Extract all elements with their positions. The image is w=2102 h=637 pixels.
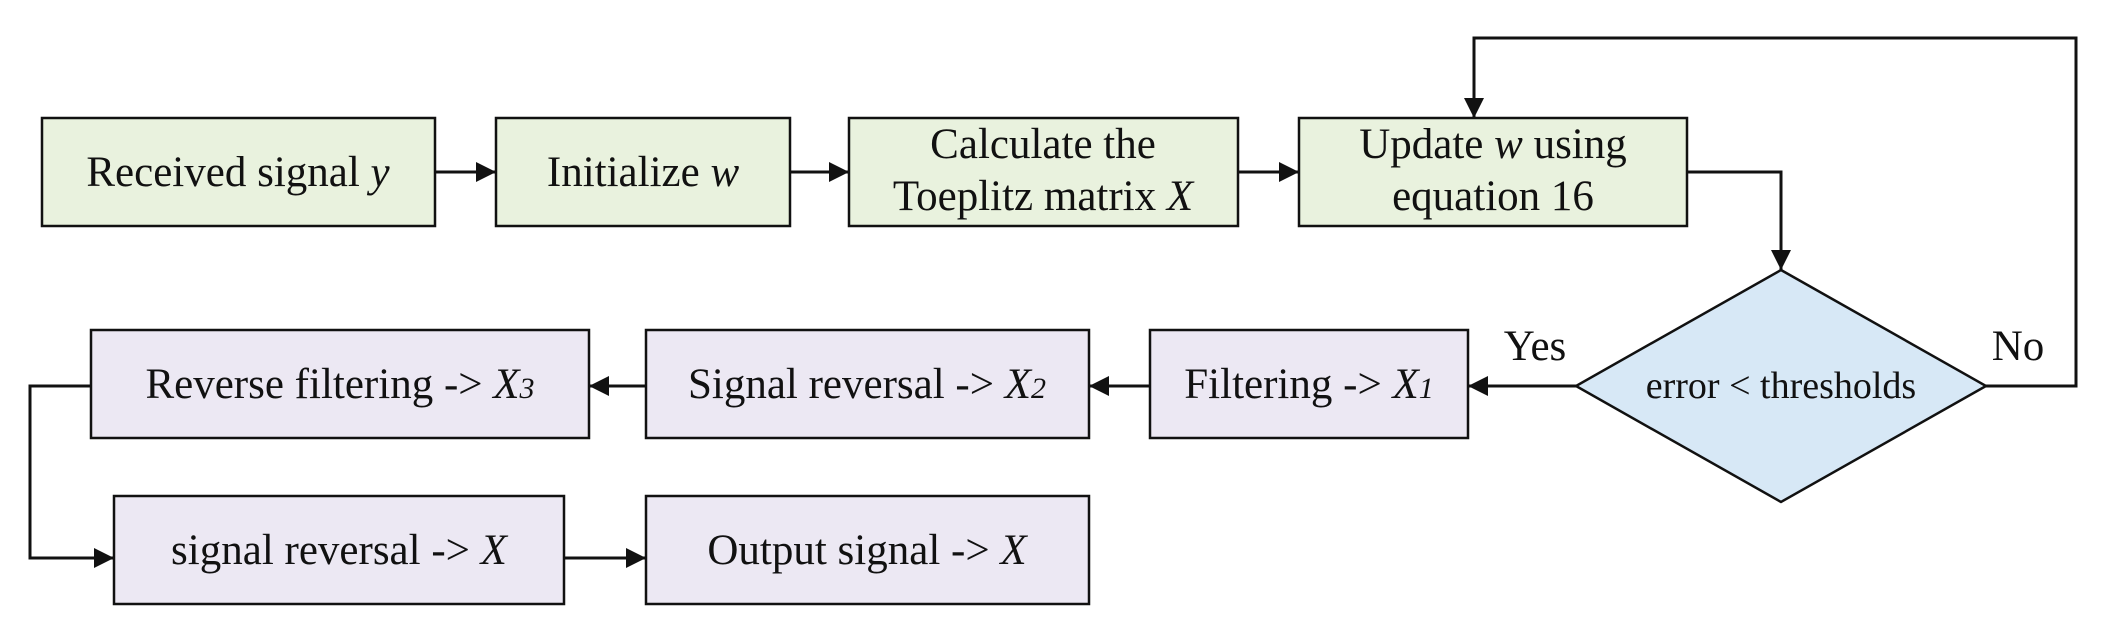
arrow-update-to-decision (1687, 170, 1791, 270)
initialize-w-box (494, 116, 792, 228)
update-w-box (1297, 116, 1689, 228)
reverse-filtering-label: Reverse filtering -> X3 (145, 361, 534, 408)
received-signal-box (40, 116, 437, 228)
yes-label: Yes (1504, 323, 1567, 370)
toeplitz-label-line1: Calculate the (930, 121, 1156, 168)
signal-reversal-x-label: signal reversal -> X (171, 527, 509, 574)
output-signal-box (644, 494, 1091, 606)
arrow-decision-no-loop (1464, 36, 2078, 388)
no-label: No (1992, 323, 2045, 370)
toeplitz-label-line2: Toeplitz matrix X (893, 173, 1195, 220)
signal-reversal-x-box (112, 494, 566, 606)
signal-reversal-x2-box (644, 328, 1091, 440)
update-w-label-line1: Update w using (1359, 121, 1627, 168)
reverse-filtering-box (89, 328, 591, 440)
decision-diamond (1573, 268, 1989, 504)
filtering-label: Filtering -> X1 (1184, 361, 1433, 408)
output-signal-label: Output signal -> X (707, 527, 1028, 574)
received-signal-label: Received signal y (86, 149, 390, 196)
arrow-reverse-filtering-to-signal-reversal (28, 384, 114, 568)
initialize-w-label: Initialize w (547, 149, 740, 196)
filtering-box (1148, 328, 1470, 440)
toeplitz-box (847, 116, 1240, 228)
update-w-label-line2: equation 16 (1392, 173, 1594, 220)
decision-label: error < thresholds (1646, 365, 1916, 407)
signal-reversal-x2-label: Signal reversal -> X2 (688, 361, 1046, 408)
